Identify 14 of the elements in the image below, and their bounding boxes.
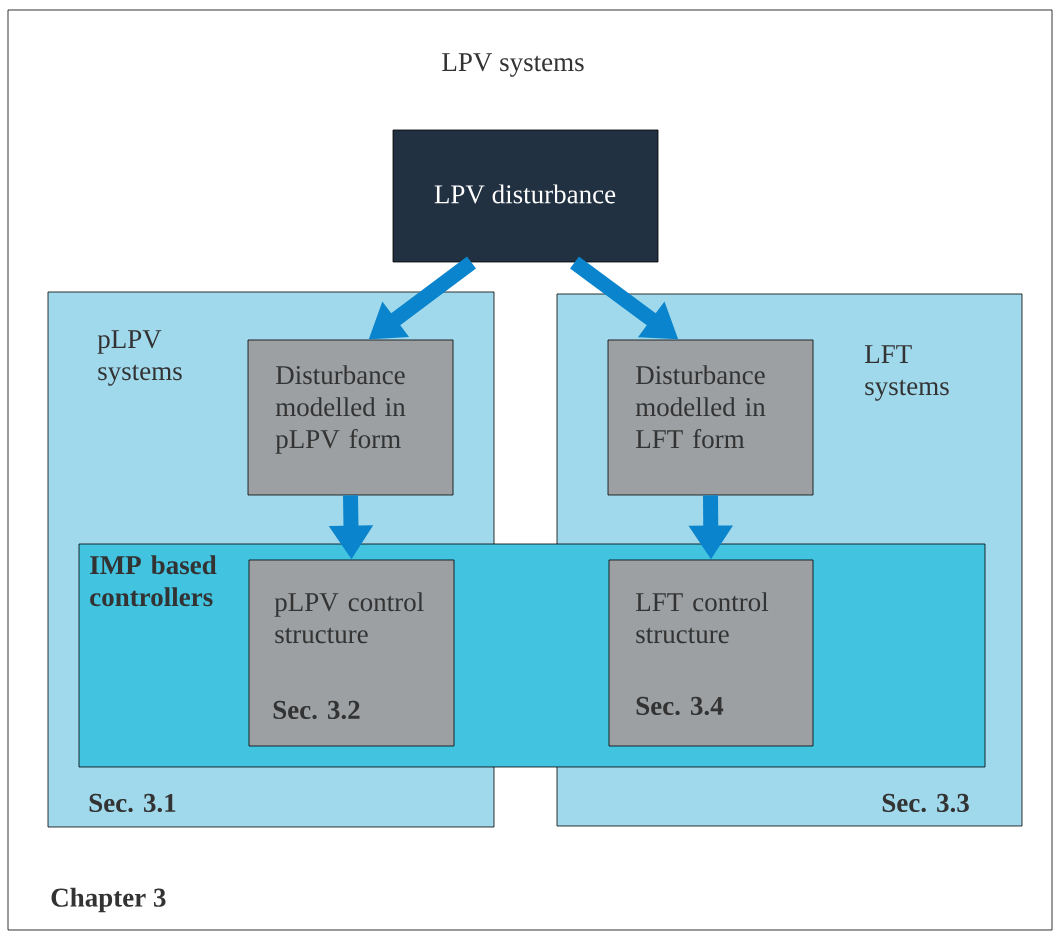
section-label: Chapter 3 (51, 887, 166, 913)
section-label: Sec. 3.4 (636, 696, 724, 716)
box-text: Disturbance modelled in pLPV form (275, 365, 406, 454)
section-label: Sec. 3.2 (273, 700, 360, 720)
box-text: LPV disturbance (434, 184, 616, 204)
box-text: Disturbance modelled in LFT form (635, 365, 766, 449)
section-label: Sec. 3.3 (882, 793, 969, 813)
box-text: pLPV control structure (274, 592, 424, 644)
box-text: LPV systems (442, 53, 584, 77)
box-text: LFT systems (865, 345, 949, 401)
box-text: pLPV systems (97, 330, 182, 386)
section-label: IMP based controllers (90, 555, 217, 607)
box-text: LFT control structure (636, 592, 769, 644)
section-label: Sec. 3.1 (89, 793, 176, 813)
